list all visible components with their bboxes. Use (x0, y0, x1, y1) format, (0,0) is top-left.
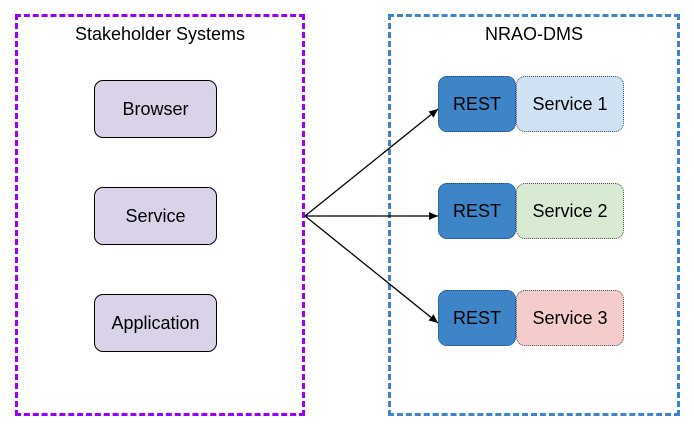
nrao-dms-group: NRAO-DMS (388, 14, 680, 416)
stakeholder-systems-group: Stakeholder Systems (15, 14, 305, 416)
service-node: Service (94, 187, 217, 245)
service-3-node: Service 3 (516, 290, 624, 346)
arrow-to-rest-1 (304, 108, 439, 217)
service-1-node: Service 1 (516, 76, 624, 132)
rest-node-1: REST (438, 76, 516, 132)
rest-node-2: REST (438, 183, 516, 239)
rest-node-3: REST (438, 290, 516, 346)
arrow-to-rest-3 (304, 215, 439, 324)
nrao-dms-title: NRAO-DMS (485, 24, 583, 44)
browser-node: Browser (94, 80, 217, 138)
application-node: Application (94, 294, 217, 352)
stakeholder-systems-title: Stakeholder Systems (74, 24, 246, 44)
service-2-node: Service 2 (516, 183, 624, 239)
